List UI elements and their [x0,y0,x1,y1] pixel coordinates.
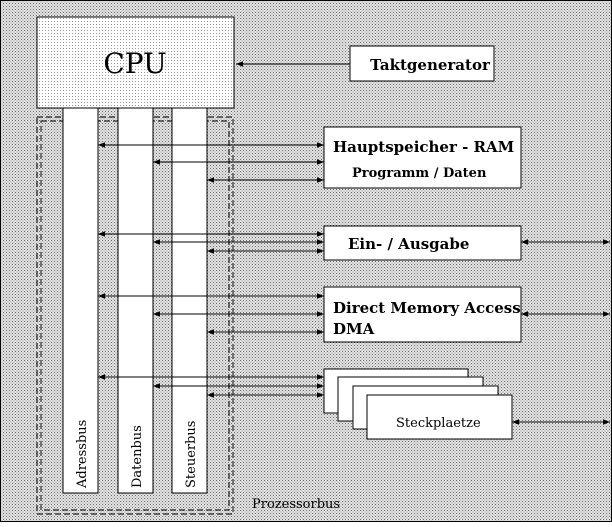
clock-generator-label: Taktgenerator [370,56,491,74]
expansion-slots-stack: Steckplaetze [323,368,513,440]
ram-title: Hauptspeicher - RAM [333,138,514,156]
control-bus-label: Steuerbus [184,421,199,488]
data-bus-label: Datenbus [130,425,145,488]
dma-abbrev: DMA [333,320,375,338]
ram-subtitle: Programm / Daten [352,166,487,181]
io-box: Ein- / Ausgabe [323,225,522,261]
processor-bus-label: Prozessorbus [252,497,340,512]
cpu-label: CPU [103,47,166,80]
clock-generator-box: Taktgenerator [349,45,495,82]
address-bus-label: Adressbus [75,420,90,489]
dma-title: Direct Memory Access [333,299,521,317]
ram-box: Hauptspeicher - RAM Programm / Daten [323,126,522,189]
expansion-slots-label: Steckplaetze [396,416,481,431]
data-bus: Datenbus [117,107,154,494]
cpu-box: CPU [36,16,235,109]
slot-card-4 [366,394,513,440]
dma-box: Direct Memory Access DMA [323,286,522,343]
address-bus: Adressbus [62,107,99,494]
io-label: Ein- / Ausgabe [348,235,469,253]
control-bus: Steuerbus [171,107,208,494]
